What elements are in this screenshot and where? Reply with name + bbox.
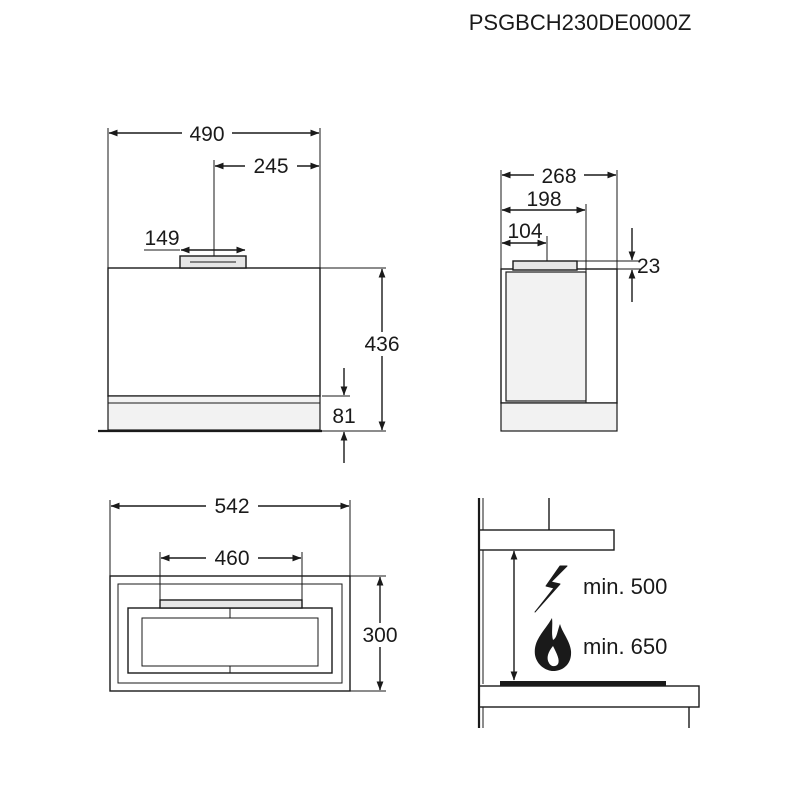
side-outlet-offset-label: 104 xyxy=(507,220,542,243)
electric-clearance-label: min. 500 xyxy=(583,574,667,599)
front-outlet-offset-label: 245 xyxy=(253,155,288,178)
side-depth-label: 268 xyxy=(541,165,576,188)
hob xyxy=(500,681,666,686)
side-outlet xyxy=(512,260,578,271)
front-height-label: 436 xyxy=(364,333,399,356)
bottom-inner-width-label: 460 xyxy=(214,547,249,570)
lightning-bolt-icon xyxy=(534,565,568,613)
front-base-height-label: 81 xyxy=(332,405,355,428)
bottom-outer xyxy=(109,575,351,692)
front-outlet-width-label: 149 xyxy=(144,227,179,250)
side-outlet-depth-label: 198 xyxy=(526,188,561,211)
bottom-view: 542 460 300 xyxy=(109,493,403,692)
side-view: 268 198 104 23 xyxy=(500,162,660,432)
bottom-depth-label: 300 xyxy=(362,624,397,647)
hood-base xyxy=(107,395,321,431)
hood-body xyxy=(107,267,321,397)
bottom-width-label: 542 xyxy=(214,495,249,518)
installation-view: min. 500 min. 650 xyxy=(477,498,700,728)
gas-clearance-label: min. 650 xyxy=(583,634,667,659)
worktop xyxy=(478,685,700,708)
bottom-inner-strip xyxy=(159,599,303,609)
front-view: 490 245 149 436 81 xyxy=(98,120,405,463)
side-base xyxy=(500,402,618,432)
hood-installed xyxy=(478,529,615,551)
front-width-label: 490 xyxy=(189,123,224,146)
side-outlet-height-label: 23 xyxy=(637,255,660,278)
model-code: PSGBCH230DE0000Z xyxy=(469,10,692,35)
flame-icon xyxy=(534,618,572,671)
